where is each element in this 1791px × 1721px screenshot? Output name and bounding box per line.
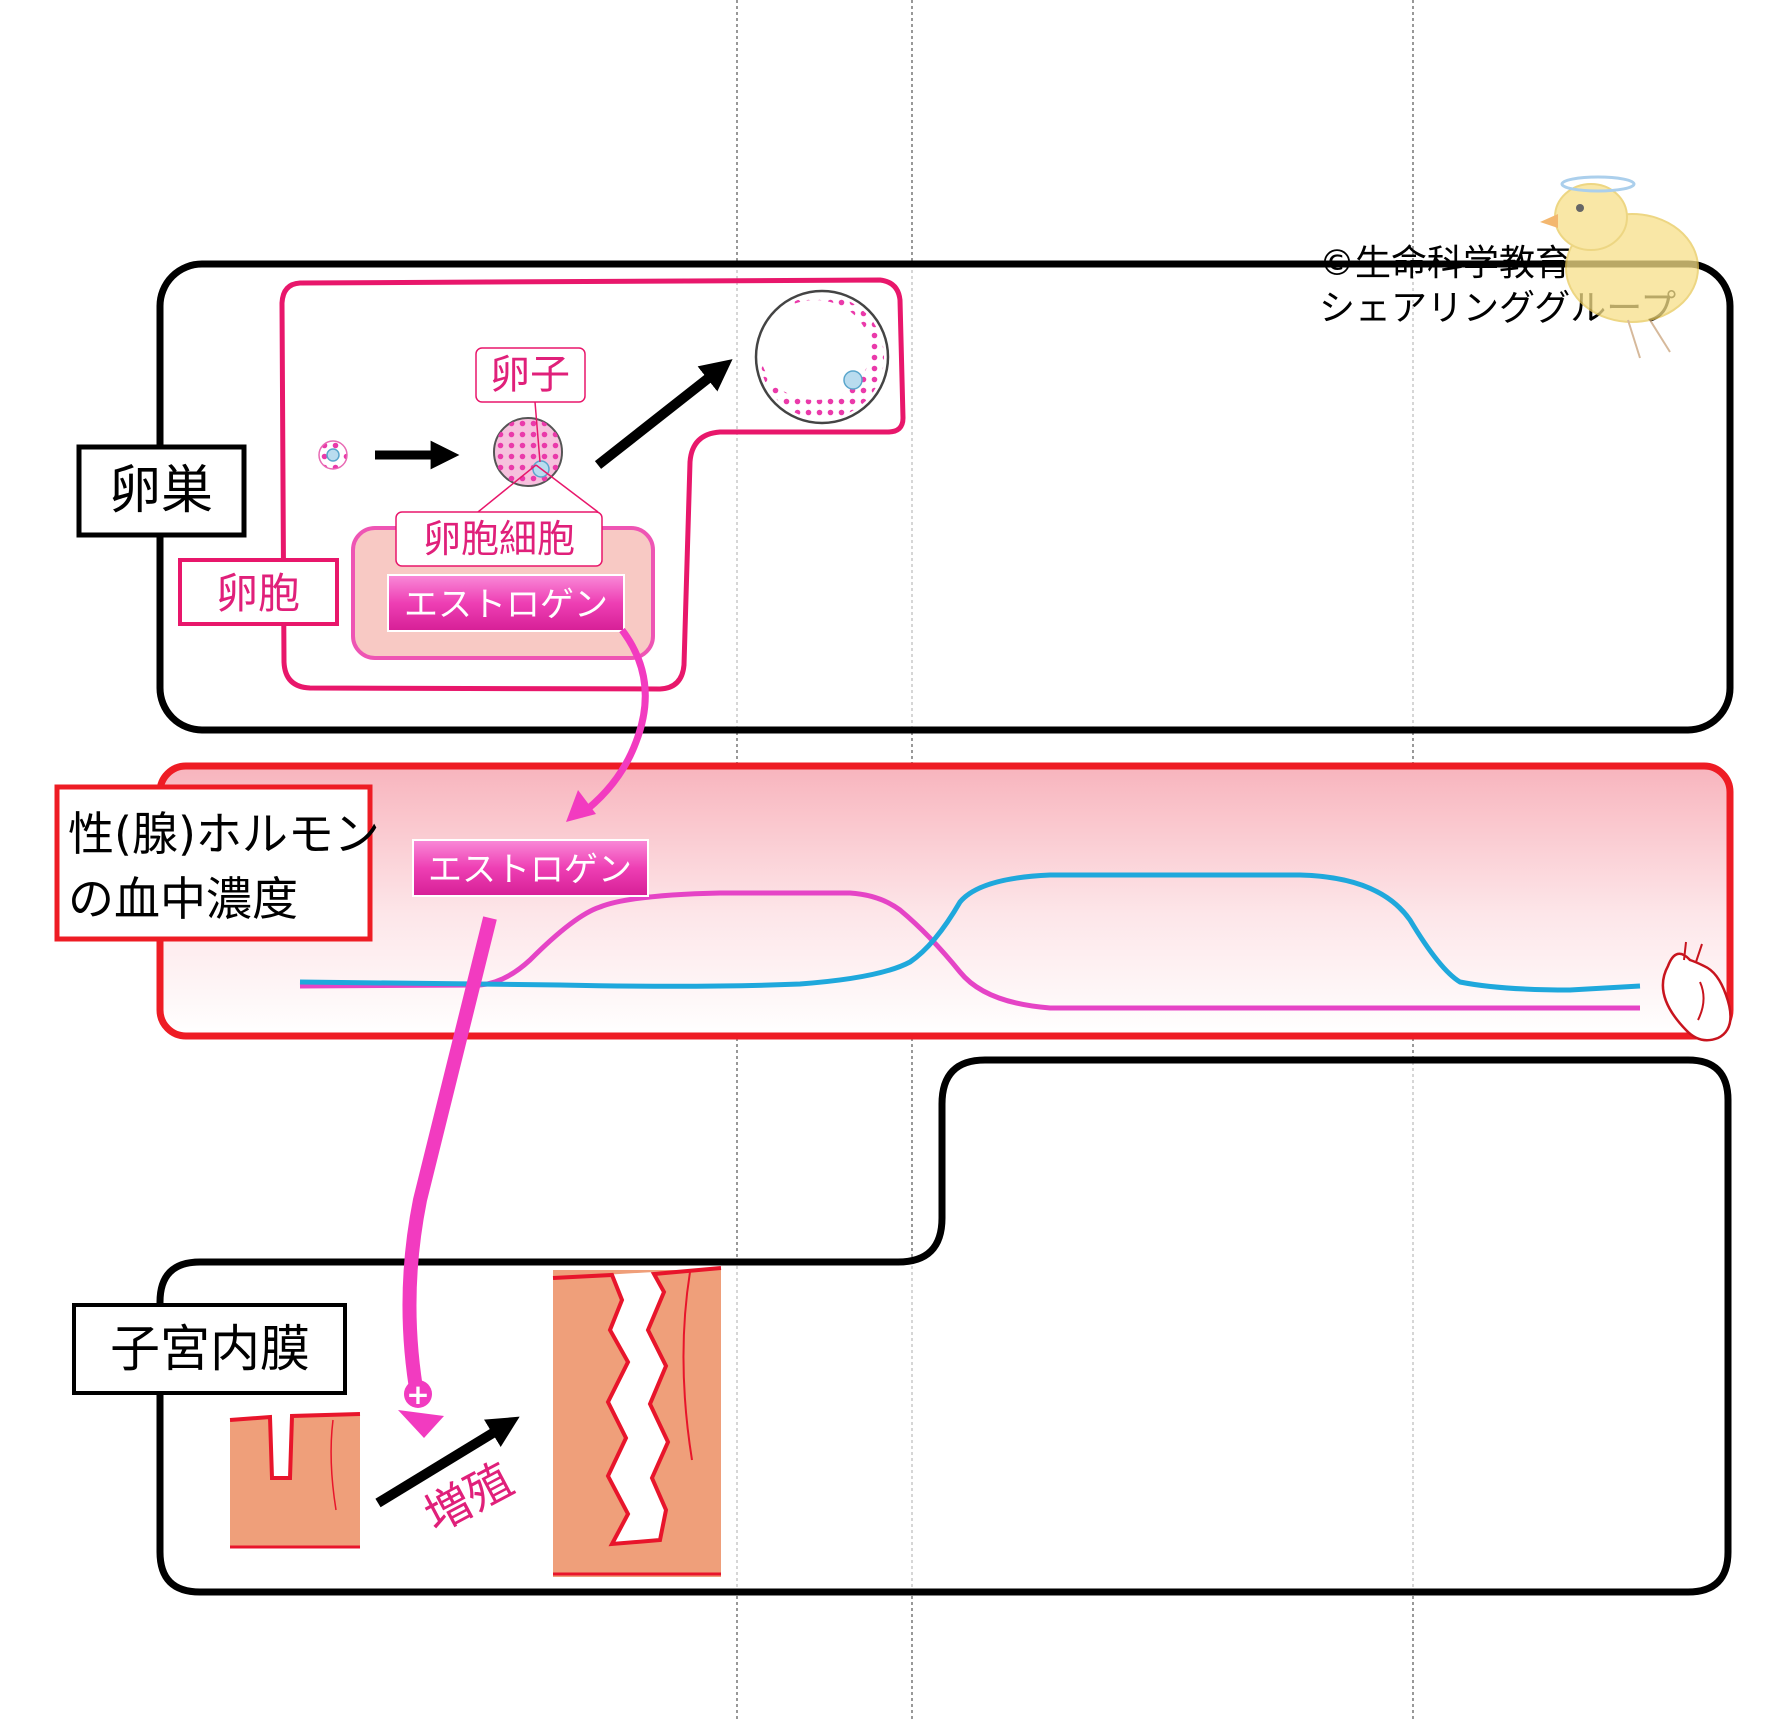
arrow-estrogen-to-endometrium-head	[398, 1410, 444, 1438]
endometrium-label: 子宮内膜	[72, 1303, 347, 1395]
estrogen-badge-blood: エストロゲン	[412, 839, 649, 897]
follicle-label: 卵胞	[178, 558, 339, 626]
arrow-estrogen-to-blood-head	[566, 790, 596, 822]
arrow-estrogen-to-endometrium	[402, 916, 497, 1402]
estrogen-concentration-curve	[299, 890, 1640, 1011]
follicle-cells-label: 卵胞細胞	[395, 464, 603, 567]
follicle-cells-label-text: 卵胞細胞	[423, 517, 575, 561]
hormone-label-line1: 性(腺)ホルモン	[68, 807, 380, 861]
estrogen-badge-ovary: エストロゲン	[387, 574, 625, 632]
arrow-estrogen-to-blood	[577, 627, 649, 818]
hormone-label-line2: の血中濃度	[68, 872, 298, 926]
estrogen-badge-ovary-text: エストロゲン	[404, 585, 608, 625]
hormone-label: 性(腺)ホルモン の血中濃度	[54, 784, 380, 942]
endometrium-panel	[156, 1056, 1732, 1596]
follicle-label-text: 卵胞	[216, 569, 300, 618]
arrow-proliferation	[375, 1416, 520, 1508]
ovary-panel	[156, 260, 1734, 734]
copyright-line1: ©生命科学教育	[1319, 243, 1571, 284]
heart-icon	[1661, 941, 1732, 1042]
estrogen-badge-blood-text: エストロゲン	[428, 850, 632, 890]
thin-endometrium	[229, 1412, 361, 1549]
egg-label-text: 卵子	[490, 352, 570, 398]
second-hormone-curve	[299, 872, 1641, 993]
mature-follicle	[754, 289, 890, 425]
primordial-follicle	[318, 440, 348, 470]
egg-label: 卵子	[475, 347, 586, 463]
arrow-follicle-growth-2	[594, 359, 733, 469]
growing-follicle	[493, 417, 563, 487]
thick-endometrium	[552, 1266, 722, 1577]
chick-mascot-icon	[1540, 175, 1699, 359]
ovary-label: 卵巣	[76, 444, 247, 538]
plus-sign-icon: +	[404, 1378, 432, 1411]
ovary-label-text: 卵巣	[109, 461, 213, 521]
hormone-panel	[156, 762, 1734, 1040]
ovary-outline	[279, 277, 906, 692]
plus-sign-text: +	[406, 1378, 429, 1411]
endometrium-label-text: 子宮内膜	[110, 1320, 310, 1378]
